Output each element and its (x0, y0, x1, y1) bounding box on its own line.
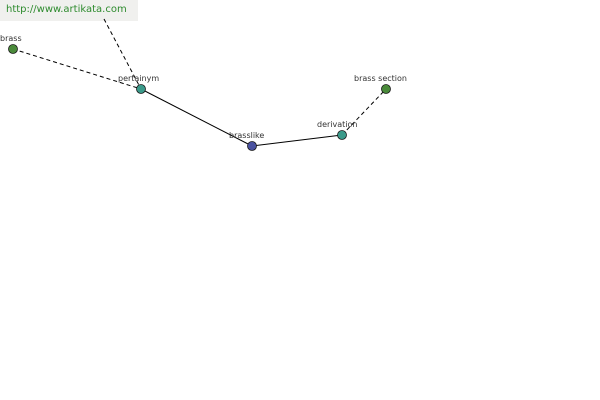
url-link[interactable]: http://www.artikata.com (6, 4, 127, 15)
node-brasslike[interactable] (247, 141, 257, 151)
node-derivation[interactable] (337, 130, 347, 140)
graph-labels: brass pertainym brasslike derivation brass s… (0, 34, 407, 140)
node-label-brass-section[interactable]: brass section (354, 74, 407, 83)
edge-brasslike-derivation (251, 134, 343, 147)
node-label-brasslike[interactable]: brasslike (229, 131, 264, 140)
node-label-brass[interactable]: brass (0, 34, 22, 43)
url-banner: http://www.artikata.com (0, 0, 138, 21)
edge-brass-pertainym (12, 48, 142, 90)
edge-derivation-brass-section (341, 88, 387, 136)
node-brass-section[interactable] (381, 84, 391, 94)
node-label-pertainym[interactable]: pertainym (118, 74, 159, 83)
node-pertainym[interactable] (136, 84, 146, 94)
graph-edges (12, 18, 387, 147)
node-brass[interactable] (8, 44, 18, 54)
edge-pertainym-brasslike (140, 88, 253, 147)
graph-nodes (8, 44, 391, 151)
edge-offscreen-top-pertainym (103, 18, 142, 90)
node-label-derivation[interactable]: derivation (317, 120, 357, 129)
